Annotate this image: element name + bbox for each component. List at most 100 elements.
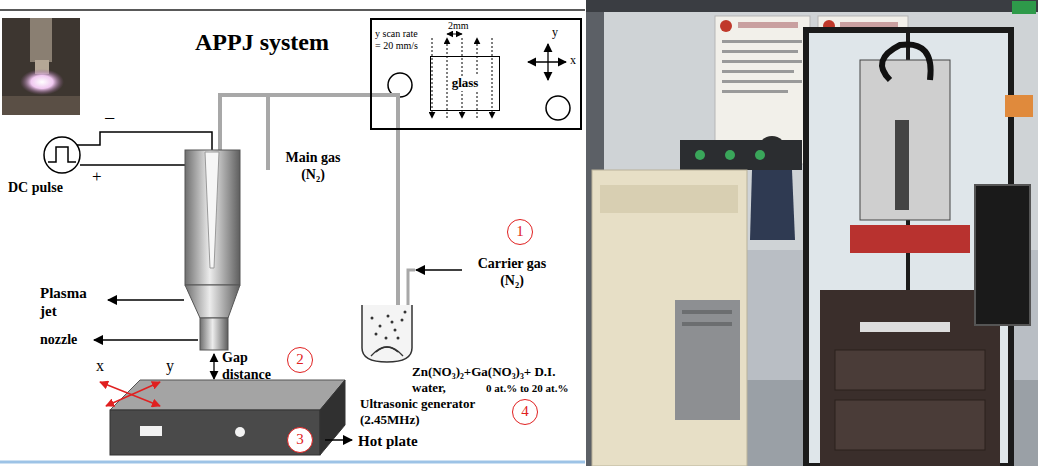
lab-photo [722,90,788,93]
plasma-photo [2,18,80,115]
lab-photo [586,0,1038,466]
scan-pattern [492,38,493,118]
scan-label: y [552,26,558,40]
ultrasonic-vessel [379,325,382,328]
diagram-title: APPJ system [195,28,329,57]
polarity-sign: − [104,106,115,130]
lab-photo [975,185,1030,325]
lab-photo [682,310,732,314]
part-label: DC pulse [8,180,63,197]
hot-plate [140,426,162,436]
callout-circle: 1 [507,219,533,245]
plasma-torch [213,354,214,379]
dc-pulse-source [48,147,76,162]
substrate-label: glass [450,76,481,91]
part-label: nozzle [40,332,77,349]
plasma-torch [205,152,219,268]
part-label: Plasma jet [40,284,104,320]
ultrasonic-vessel [387,315,390,318]
ultrasonic-vessel [404,311,407,314]
panel-frame [0,461,585,464]
ultrasonic-vessel [371,317,374,320]
dc-pulse-source [80,164,185,166]
lab-photo [860,60,950,220]
part-label: Hot plate [358,432,418,450]
panel-frame [0,10,585,462]
hot-plate [110,380,352,455]
lab-photo [586,0,1038,12]
callout-circle: 4 [512,399,538,425]
xy-axes [106,382,160,406]
plasma-torch [94,339,198,341]
lab-photo [738,22,798,28]
plasma-torch [94,150,240,379]
hot-plate [325,439,352,441]
lab-photo [850,225,970,253]
lab-photo [835,400,985,450]
ultrasonic-vessel [375,333,378,336]
scan-pattern-inset: y scan rate = 20 mm/s2mmyxglass [370,18,582,130]
callout-number: 3 [296,431,304,448]
ultrasonic-vessel [394,329,397,332]
ultrasonic-vessel [397,337,400,340]
callout-number: 2 [296,351,304,368]
polarity-sign: + [92,167,102,187]
scan-pattern [432,38,433,118]
plasma-photo [30,18,52,62]
hot-plate [320,380,345,455]
part-label: Ultrasonic generator (2.45MHz) [360,396,510,427]
ultrasonic-vessel [362,305,412,362]
lab-photo [592,170,747,466]
scan-pattern [447,34,462,35]
callout-number: 1 [516,223,524,240]
lab-photo [722,50,798,53]
lab-photo [682,322,732,326]
lab-photo [1012,1,1036,14]
dc-pulse-source [44,137,80,173]
hot-plate [235,427,245,437]
gas-lines [266,95,270,170]
plasma-torch [200,318,228,350]
axis-label: y [166,356,174,375]
gas-lines [416,269,462,271]
ultrasonic-vessel [391,321,394,324]
axis-label: x [96,356,104,375]
dimension-label: Gap distance [222,350,294,384]
lab-photo [722,80,802,83]
lab-photo [675,300,740,420]
gas-lines [408,270,415,310]
lab-photo [835,350,985,390]
plasma-photo [2,18,80,115]
lab-photo [600,185,738,213]
gas-label: Carrier gas (N₂) [466,256,558,290]
plasma-torch [185,150,240,285]
ultrasonic-vessel [401,319,404,322]
gas-lines [220,95,462,310]
hot-plate [110,410,320,455]
glass-substrate: glass [430,56,500,111]
plasma-torch [108,299,184,301]
ultrasonic-vessel [385,337,388,340]
xy-axes [100,382,160,406]
gas-label: Main gas (N₂) [276,150,350,184]
plasma-photo [20,69,64,95]
lab-photo [725,150,735,160]
ultrasonic-vessel [371,347,403,356]
lab-photo [1005,95,1033,117]
scan-label: y scan rate = 20 mm/s [375,28,425,51]
ultrasonic-vessel [362,305,412,362]
scan-label: x [570,54,576,68]
lab-photo [895,120,909,210]
scan-pattern [547,44,548,80]
plasma-torch [185,285,240,318]
scan-pattern [546,96,570,120]
lab-photo [722,40,802,43]
lab-photo [882,44,931,80]
lab-photo [820,290,1000,466]
dc-pulse-source [77,132,212,152]
lab-photo [680,140,802,170]
callout-circle: 2 [287,347,313,373]
callout-number: 4 [521,403,529,420]
lab-photo [720,20,732,32]
